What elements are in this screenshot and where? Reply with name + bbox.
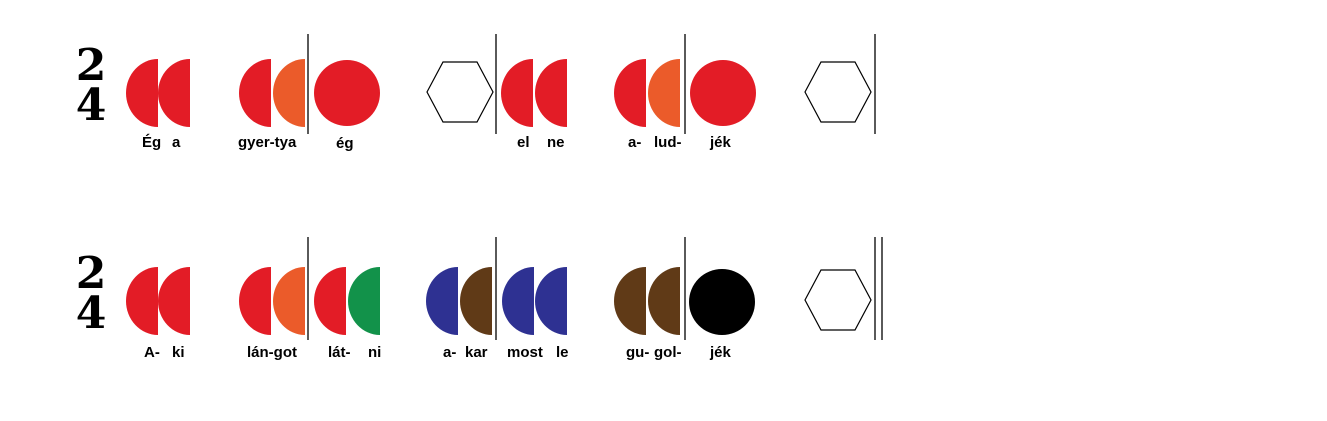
lyric: gyer-tya (238, 134, 297, 151)
time-signature-bottom: 4 (75, 80, 107, 131)
lyric: lud- (654, 134, 682, 151)
lyric: jék (710, 344, 731, 361)
note-5 (501, 59, 567, 127)
lyric: ne (547, 134, 565, 151)
lyric: a- (628, 134, 642, 151)
lyric: gu- (626, 344, 650, 361)
note-1 (126, 267, 190, 335)
lyric: el (517, 134, 530, 151)
note-3 (314, 60, 380, 126)
half-circle-left (239, 59, 271, 127)
half-circle-right (648, 267, 680, 335)
note-1 (126, 59, 190, 127)
notation-row-1: 2 4 Ég a gyer-tya ég el ne a- lud- (0, 30, 1327, 170)
time-signature-top: 2 (75, 248, 107, 299)
lyric: a- (443, 344, 457, 361)
hexagon-rest-2 (804, 61, 872, 123)
lyric: a (172, 134, 181, 151)
half-circle-left (314, 267, 346, 335)
note-6 (614, 267, 680, 335)
note-3 (314, 267, 380, 335)
lyric: most (507, 344, 543, 361)
half-circle-left (426, 267, 458, 335)
note-4 (426, 267, 492, 335)
lyric: ki (172, 344, 185, 361)
half-circle-left (614, 59, 646, 127)
lyric: lát- (328, 344, 351, 361)
half-circle-right (535, 59, 567, 127)
note-2 (239, 267, 305, 335)
lyric: ég (336, 135, 354, 152)
row-1-notes (126, 34, 876, 134)
time-signature: 2 4 (74, 248, 108, 339)
time-signature: 2 4 (74, 40, 108, 131)
note-5 (502, 267, 567, 335)
row-2-notes (126, 237, 883, 340)
half-circle-left (239, 267, 271, 335)
lyric: kar (465, 344, 488, 361)
hexagon-rest (804, 269, 872, 331)
lyric: A- (144, 344, 160, 361)
half-circle-right (273, 59, 305, 127)
half-circle-left (614, 267, 646, 335)
note-6 (614, 59, 680, 127)
half-circle-left (501, 59, 533, 127)
time-signature-bottom: 4 (75, 288, 107, 339)
half-circle-right (535, 267, 567, 335)
half-circle-right (460, 267, 492, 335)
lyric: jék (710, 134, 731, 151)
lyric: Ég (142, 134, 162, 151)
half-circle-right (158, 267, 190, 335)
half-circle-right (158, 59, 190, 127)
hexagon-rest-1 (426, 61, 494, 123)
notation-row-2: 2 4 A- (0, 236, 1327, 376)
half-circle-left (502, 267, 534, 335)
lyric: le (556, 344, 569, 361)
half-circle-right (648, 59, 680, 127)
lyric: gol- (654, 344, 682, 361)
note-2 (239, 59, 305, 127)
note-7 (689, 269, 755, 335)
note-7 (690, 60, 756, 126)
half-circle-left (126, 267, 158, 335)
time-signature-top: 2 (75, 40, 107, 91)
half-circle-right (273, 267, 305, 335)
half-circle-right (348, 267, 380, 335)
lyric: lán-got (247, 344, 297, 361)
half-circle-left (126, 59, 158, 127)
lyric: ni (368, 344, 382, 361)
